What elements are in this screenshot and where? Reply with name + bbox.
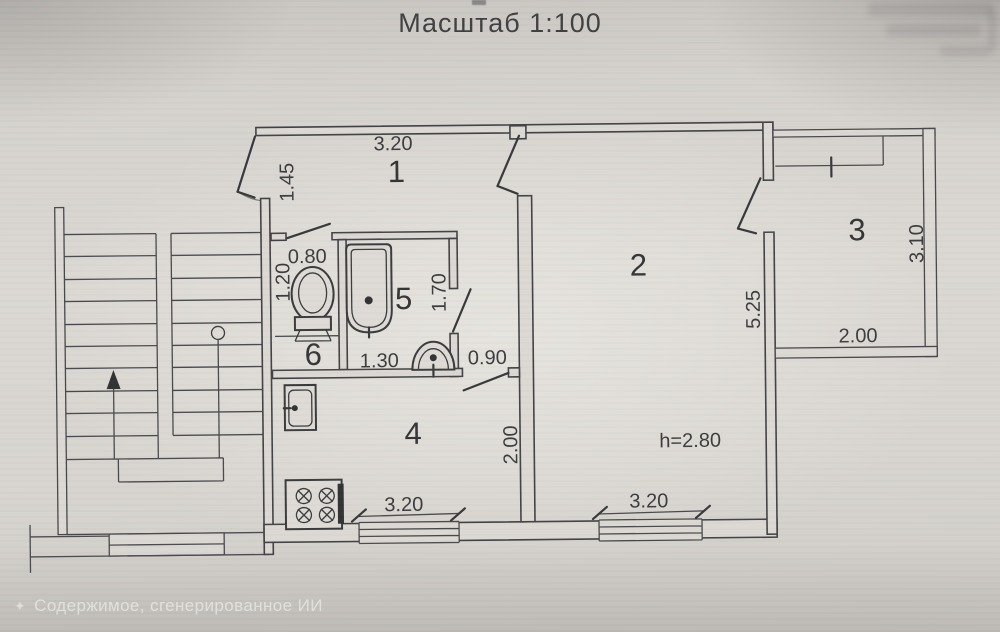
dim-balcony-width: 2.00	[839, 325, 878, 347]
kitchen-window	[358, 520, 460, 545]
room-label-bathroom: 5	[395, 281, 413, 316]
living-room-window	[598, 517, 703, 542]
hall-living-door	[496, 134, 521, 195]
dim-living-window: 3.20	[629, 490, 668, 512]
stair-steps-right	[170, 231, 266, 437]
room-label-living: 2	[630, 247, 648, 282]
balcony-door	[736, 177, 762, 235]
bleedthrough-smudge	[988, 8, 996, 52]
wall-bath-right-upper	[448, 237, 459, 290]
wall-kitchen-top	[271, 367, 464, 380]
stair-divider	[155, 233, 174, 459]
dim-living-depth: 5.25	[743, 290, 765, 329]
room-label-wc: 6	[304, 337, 322, 372]
kitchen-door	[462, 371, 510, 392]
wall-hall-living-divider	[516, 194, 536, 523]
stair-direction-arrow-icon	[106, 370, 121, 460]
bathtub-icon	[345, 243, 393, 339]
bathroom-door	[451, 288, 472, 333]
bleedthrough-smudge	[940, 46, 990, 56]
dim-wc-width: 0.80	[288, 246, 327, 268]
dim-kitchen-window: 3.20	[384, 494, 423, 516]
balcony-window	[775, 135, 884, 178]
room-label-hall: 1	[388, 154, 406, 189]
ai-watermark: ✦ Содержимое, сгенерированное ИИ	[14, 596, 323, 616]
plan-title: Масштаб 1:100	[398, 8, 602, 38]
room-label-balcony: 3	[848, 212, 866, 247]
entrance-door	[236, 135, 261, 202]
dim-bath-width: 1.30	[360, 350, 399, 372]
wall-kitchen-door-post	[507, 366, 521, 378]
balcony-wall-bottom	[774, 345, 938, 359]
dim-wc-depth: 1.20	[272, 263, 294, 302]
wc-door	[285, 222, 331, 240]
kitchen-sink-icon	[282, 383, 318, 432]
room-label-kitchen: 4	[404, 416, 422, 451]
handrail-icon	[210, 325, 226, 458]
stove-icon	[284, 478, 345, 531]
balcony-wall-top	[772, 127, 936, 138]
dim-bath-depth: 1.70	[428, 273, 450, 312]
stair-landing	[66, 457, 225, 483]
staircase	[29, 206, 270, 573]
dim-kitchen-door: 0.90	[468, 347, 507, 369]
entrance-porch	[29, 524, 270, 573]
wall-right-upper	[762, 121, 775, 182]
paper-mark	[472, 0, 486, 5]
sparkle-icon: ✦	[14, 597, 27, 614]
stair-steps-left	[63, 232, 159, 438]
wall-wc-top-stub	[270, 232, 287, 242]
bathroom-sink-icon	[411, 340, 456, 378]
balcony-structure	[772, 127, 938, 359]
dim-ceiling-height: h=2.80	[659, 430, 721, 453]
watermark-text: Содержимое, сгенерированное ИИ	[34, 596, 323, 615]
wall-left	[259, 197, 275, 556]
kitchen-window-dim-line	[350, 507, 466, 523]
bleedthrough-smudge	[868, 2, 993, 16]
wall-right-lower	[763, 231, 778, 536]
bleedthrough-smudge	[886, 24, 981, 36]
dim-hall-depth: 1.45	[276, 163, 298, 202]
dim-hall-width: 3.20	[373, 133, 412, 155]
dim-kitchen-depth: 2.00	[500, 425, 522, 464]
toilet-icon	[290, 265, 335, 342]
living-window-dim-line	[591, 504, 711, 521]
dim-balcony-depth: 3.10	[906, 224, 928, 263]
wall-bath-top	[331, 230, 458, 241]
